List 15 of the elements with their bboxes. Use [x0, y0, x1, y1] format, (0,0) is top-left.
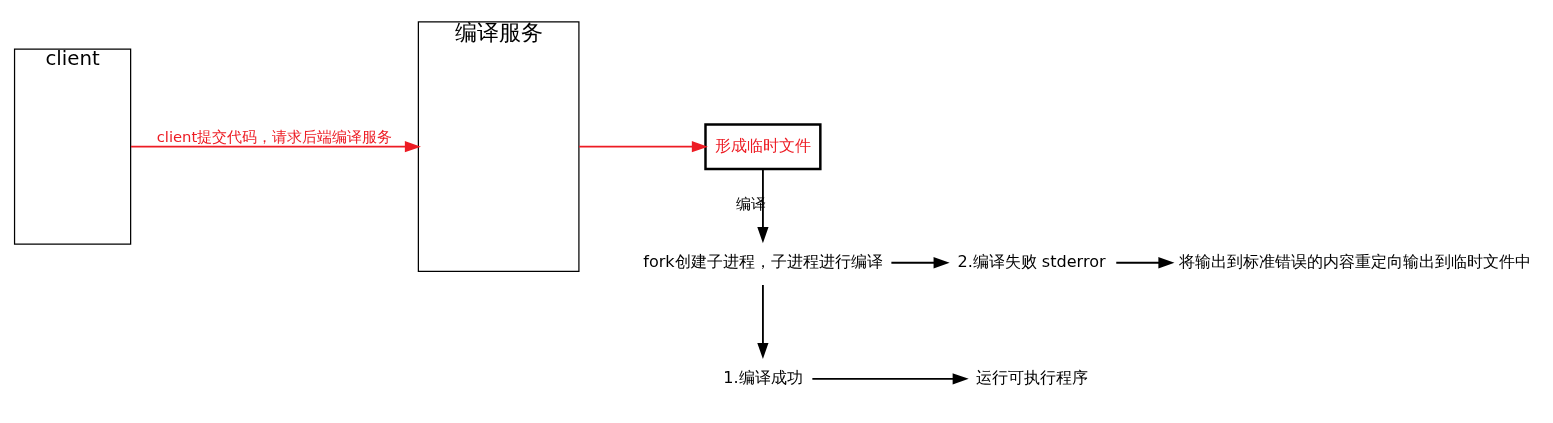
node-text: 将输出到标准错误的内容重定向输出到临时文件中 [1179, 251, 1532, 271]
node-box: 形成临时文件 [704, 123, 822, 171]
node-text: 运行可执行程序 [975, 368, 1088, 388]
node-box: client [13, 48, 132, 245]
arrow [890, 257, 950, 269]
arrow [811, 373, 969, 385]
arrow [1115, 257, 1175, 269]
arrow [757, 284, 769, 359]
node-text: 2.编译失败 stderror [957, 251, 1106, 271]
edge-label: client提交代码，请求后端编译服务 [156, 128, 393, 146]
arrow [578, 141, 708, 153]
arrow [130, 141, 421, 153]
node-box: 编译服务 [417, 21, 580, 272]
node-text: fork创建子进程，子进程进行编译 [643, 251, 883, 271]
node-text: 1.编译成功 [723, 368, 803, 388]
